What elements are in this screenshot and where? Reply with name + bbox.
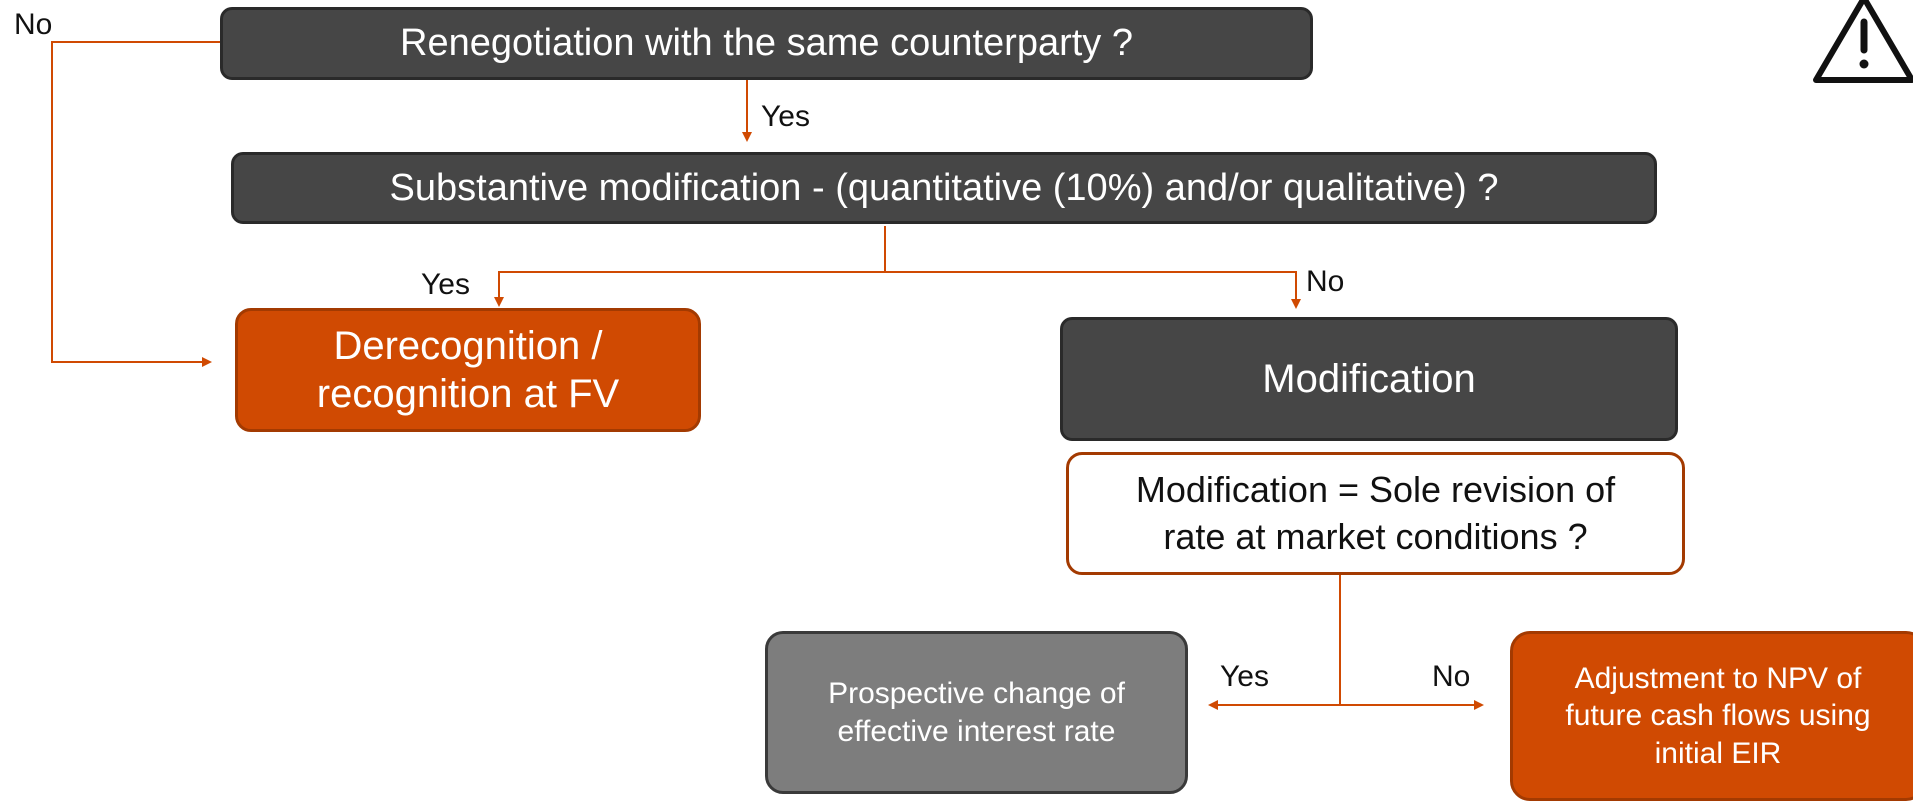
warning-icon <box>1813 0 1913 83</box>
no-connector-2 <box>885 271 1301 309</box>
yes-label-sole-revision: Yes <box>1220 660 1269 693</box>
yes-label-renegotiation: Yes <box>761 100 810 133</box>
no-branch-connector <box>51 41 220 367</box>
no-label-renegotiation: No <box>14 8 53 41</box>
substantive-modification-label: Substantive modification - (quantitative… <box>389 166 1499 209</box>
modification-label: Modification <box>1262 356 1476 401</box>
yes-connector-2 <box>494 271 885 307</box>
substantive-modification-node: Substantive modification - (quantitative… <box>231 152 1657 224</box>
derecognition-node: Derecognition / recognition at FV <box>235 308 701 432</box>
yes-label-substantive: Yes <box>421 268 470 301</box>
sole-revision-node: Modification = Sole revision of rate at … <box>1066 452 1685 575</box>
prospective-change-node: Prospective change of effective interest… <box>765 631 1188 794</box>
derecognition-label: Derecognition / recognition at FV <box>316 324 620 416</box>
sole-revision-label: Modification = Sole revision of rate at … <box>1135 468 1616 557</box>
no-label-sole-revision: No <box>1432 660 1471 693</box>
no-label-substantive: No <box>1306 265 1345 298</box>
renegotiation-node: Renegotiation with the same counterparty… <box>220 7 1313 80</box>
renegotiation-label: Renegotiation with the same counterparty… <box>400 22 1133 64</box>
adjustment-label: Adjustment to NPV of future cash flows u… <box>1565 661 1871 770</box>
prospective-change-label: Prospective change of effective interest… <box>828 677 1125 748</box>
adjustment-node: Adjustment to NPV of future cash flows u… <box>1510 631 1913 801</box>
modification-node: Modification <box>1060 317 1678 441</box>
